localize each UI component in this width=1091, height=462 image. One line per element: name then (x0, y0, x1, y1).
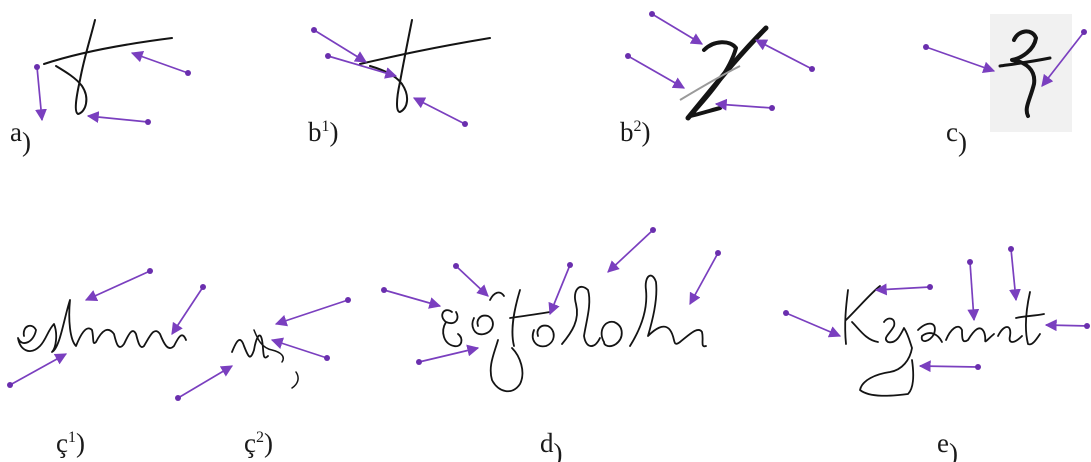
arrow-tail-dot (650, 227, 656, 233)
arrow (171, 286, 204, 335)
arrow-tail-dot (34, 64, 40, 70)
panel-c2: ç2) (175, 297, 351, 458)
signature-c1 (17, 299, 187, 353)
arrows-e (783, 246, 1090, 373)
arrow-tail-dot (175, 395, 181, 401)
panel-b2: b2) (620, 11, 815, 147)
arrow (785, 312, 842, 338)
panel-d: d) (381, 227, 721, 462)
arrows-b2 (625, 11, 815, 111)
arrow-tail-dot (453, 263, 459, 269)
arrow-tail-dot (325, 53, 331, 59)
arrow-tail-dot (927, 284, 933, 290)
arrows-b1 (311, 27, 468, 127)
arrow-tail-dot (7, 382, 13, 388)
arrow-tail-dot (462, 121, 468, 127)
arrow (274, 299, 349, 327)
arrow (689, 252, 719, 306)
arrows-c2 (175, 297, 351, 401)
arrow (918, 360, 979, 373)
arrow (84, 270, 151, 301)
panel-label-a: a) (10, 117, 31, 157)
arrow-tail-dot (1081, 29, 1087, 35)
signature-a (43, 19, 173, 115)
panel-label-b1: b1) (308, 117, 339, 147)
arrow (1041, 31, 1085, 87)
signature-d (441, 274, 707, 393)
arrow (714, 98, 773, 111)
arrow-tail-dot (1084, 323, 1090, 329)
panel-label-c: c) (946, 117, 967, 157)
panel-c: c) (923, 14, 1087, 157)
arrow-tail-dot (923, 44, 929, 50)
arrow-tail-dot (1008, 246, 1014, 252)
arrow (1009, 248, 1021, 302)
arrows-c1 (7, 268, 206, 388)
signature-e (844, 285, 1045, 397)
arrow (925, 46, 996, 74)
arrow-tail-dot (147, 268, 153, 274)
arrows-c (923, 29, 1087, 87)
arrow (1044, 319, 1090, 332)
arrows-d (381, 227, 721, 365)
arrow (327, 55, 398, 79)
panel-a: a) (10, 19, 191, 157)
panel-c1: ç1) (7, 268, 206, 458)
arrow-tail-dot (769, 105, 775, 111)
arrow (383, 289, 442, 309)
arrow (130, 50, 189, 74)
arrow (412, 97, 466, 125)
arrow (607, 229, 654, 273)
arrow-tail-dot (967, 259, 973, 265)
arrow (35, 66, 47, 122)
arrow (455, 265, 489, 297)
arrow (754, 39, 813, 70)
arrow (651, 13, 704, 45)
arrow-tail-dot (324, 355, 330, 361)
arrow-tail-dot (783, 310, 789, 316)
signature-b1 (359, 19, 491, 113)
arrow (270, 337, 328, 359)
arrow-tail-dot (185, 70, 191, 76)
arrow (627, 55, 686, 89)
arrow (313, 29, 368, 63)
arrows-a (34, 50, 191, 125)
arrow-tail-dot (975, 364, 981, 370)
panel-label-d: d) (540, 428, 563, 462)
arrow-tail-dot (145, 119, 151, 125)
arrow-tail-dot (809, 66, 815, 72)
arrow-tail-dot (567, 262, 573, 268)
arrow (967, 261, 980, 322)
arrow-tail-dot (649, 11, 655, 17)
panel-label-c1: ç1) (56, 428, 85, 458)
signature-b2 (679, 25, 769, 121)
arrow-tail-dot (625, 53, 631, 59)
arrow (874, 283, 931, 296)
panel-e: e) (783, 246, 1090, 462)
panel-b1: b1) (308, 19, 491, 147)
arrow (9, 353, 68, 386)
arrow (418, 344, 480, 363)
signature-c2 (231, 329, 299, 389)
panel-label-b2: b2) (620, 117, 651, 147)
arrow-tail-dot (311, 27, 317, 33)
arrow (86, 111, 149, 123)
arrow (548, 264, 571, 316)
arrow-tail-dot (715, 250, 721, 256)
signature-c (998, 29, 1052, 118)
arrow-tail-dot (416, 359, 422, 365)
arrow-tail-dot (200, 284, 206, 290)
arrow (177, 365, 234, 399)
arrow-tail-dot (345, 297, 351, 303)
arrow-tail-dot (381, 287, 387, 293)
panel-label-e: e) (937, 428, 958, 462)
panel-label-c2: ç2) (244, 428, 273, 458)
